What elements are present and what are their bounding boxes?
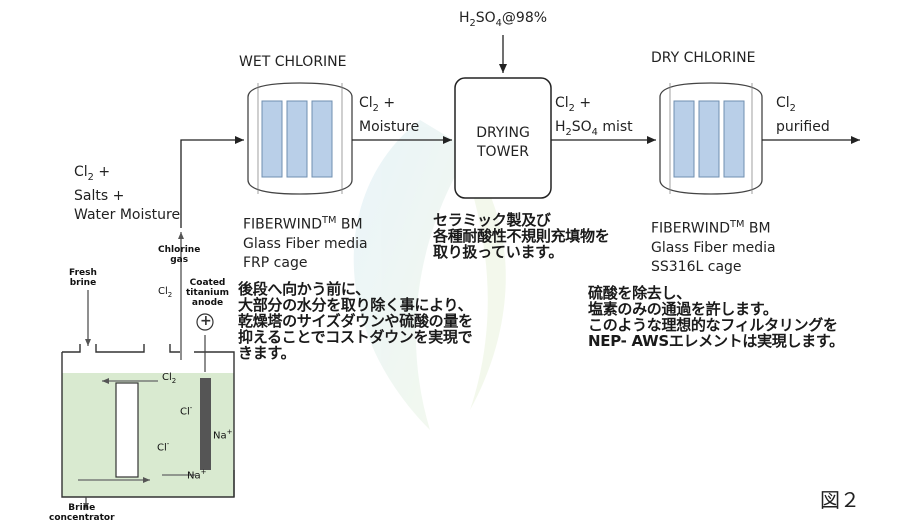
wet-chlorine-title: WET CHLORINE	[239, 54, 347, 70]
dry-chlorine-title: DRY CHLORINE	[651, 50, 756, 66]
drying-tower-box	[454, 77, 552, 199]
electrolysis-cell	[61, 232, 235, 510]
sodium-ion-label-1: Na+	[213, 428, 233, 442]
tower-out-stream-label: Cl2 + H2SO4 mist	[555, 95, 633, 138]
chloride-ion-label-2: Cl-	[157, 440, 170, 454]
dry-filter-vessel	[659, 82, 763, 195]
coated-anode-label: Coated titanium anode	[186, 278, 230, 308]
wet-section-note: 後段へ向かう前に、 大部分の水分を取り除く事により、 乾燥塔のサイズダウンや硫酸…	[238, 280, 473, 362]
chlorine-gas-label: Chlorine gas	[158, 245, 201, 265]
wet-filter-spec: FIBERWINDTM BM Glass Fiber media FRP cag…	[243, 215, 368, 271]
fresh-brine-label: Fresh brine	[69, 268, 97, 288]
purified-out-label: Cl2 purified	[776, 95, 830, 135]
tower-note: セラミック製及び 各種耐酸性不規則充填物を 取り扱っています。	[433, 211, 610, 261]
dry-filter-spec: FIBERWINDTM BM Glass Fiber media SS316L …	[651, 219, 776, 275]
cell-cl2-label: Cl2	[162, 372, 177, 385]
wet-filter-vessel	[247, 82, 353, 195]
inlet-stream-label: Cl2 + Salts + Water Moisture	[74, 164, 181, 223]
acid-feed-label: H2SO4@98%	[459, 10, 548, 29]
anode-plus-sign: +	[200, 313, 212, 329]
cell-cl2-outlet-label: Cl2	[158, 286, 173, 299]
dry-section-note: 硫酸を除去し、 塩素のみの通過を許します。 このような理想的なフィルタリングを …	[588, 284, 844, 350]
brine-concentrator-label: Brine concentrator	[49, 503, 115, 523]
sodium-ion-label-2: Na+	[187, 468, 207, 482]
wet-out-stream-label: Cl2 + Moisture	[359, 95, 420, 135]
inlet-flow-arrow	[180, 136, 244, 228]
drying-tower-label: DRYING TOWER	[476, 125, 530, 160]
figure-label: 図２	[820, 488, 860, 512]
watermark-leaf	[353, 120, 506, 430]
anode-terminal	[196, 313, 214, 331]
chloride-ion-label-1: Cl-	[180, 404, 193, 418]
